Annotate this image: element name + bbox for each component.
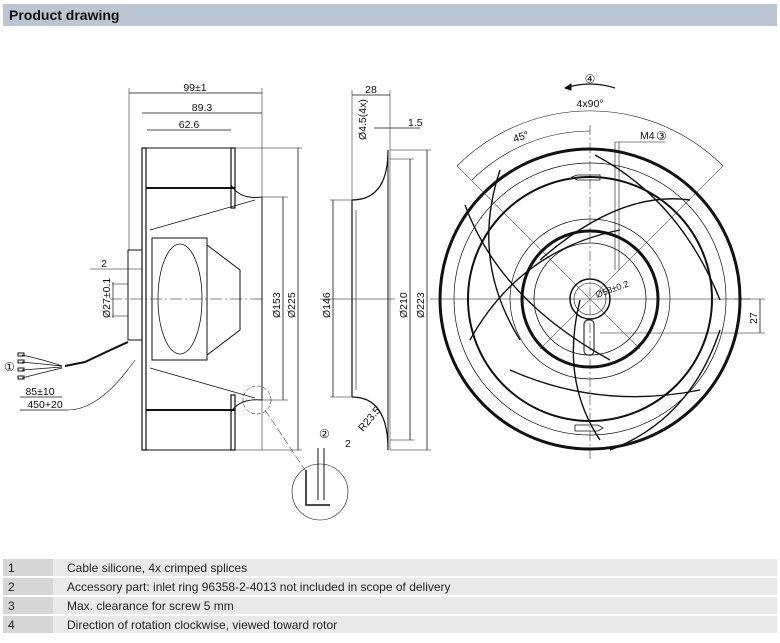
dim-99: 99±1: [183, 82, 206, 94]
dim-223: Ø223: [415, 292, 427, 318]
side-view-labels: 99±1 89.3 62.6 2 Ø27±0.1 Ø153 Ø225 85±10…: [4, 82, 298, 411]
inlet-ring-labels: 28 Ø4.5(4x) 1.5 Ø146 Ø210 Ø223 R23.5 ② 2: [319, 84, 427, 450]
note-number: 2: [3, 578, 53, 595]
side-view: [17, 88, 306, 471]
front-view: [430, 83, 765, 460]
angle-4x90: 4x90°: [577, 98, 604, 110]
callout-3: ③: [656, 129, 667, 143]
dim-2-detail: 2: [345, 438, 351, 450]
note-number: 3: [3, 597, 53, 614]
note-text: Direction of rotation clockwise, viewed …: [53, 616, 777, 633]
dim-4-5: Ø4.5(4x): [357, 99, 369, 140]
callout-4: ④: [585, 72, 596, 86]
dim-28: 28: [365, 84, 377, 96]
dim-85: 85±10: [25, 386, 54, 398]
inlet-ring-view: [291, 90, 431, 521]
callout-1: ①: [4, 360, 15, 374]
dim-153: Ø153: [271, 292, 283, 318]
dim-89: 89.3: [192, 102, 213, 114]
dim-450: 450+20: [27, 399, 62, 411]
front-view-labels: ④ 4x90° 45° M4 ③ Ø58±0.2 27: [512, 72, 760, 324]
note-text: Accessory part: inlet ring 96358-2-4013 …: [53, 578, 777, 595]
dim-62: 62.6: [179, 119, 200, 131]
callout-2: ②: [319, 427, 330, 441]
section-title: Product drawing: [9, 7, 120, 23]
dim-210: Ø210: [398, 292, 410, 318]
note-text: Cable silicone, 4x crimped splices: [53, 559, 777, 576]
product-drawing: 99±1 89.3 62.6 2 Ø27±0.1 Ø153 Ø225 85±10…: [4, 72, 765, 521]
note-text: Max. clearance for screw 5 mm: [53, 597, 777, 614]
dim-146: Ø146: [321, 292, 333, 318]
thread-m4: M4: [640, 130, 655, 142]
dim-r23-5: R23.5: [356, 405, 383, 434]
note-number: 1: [3, 559, 53, 576]
dim-225: Ø225: [286, 292, 298, 318]
angle-45: 45°: [512, 129, 531, 145]
dim-1-5: 1.5: [408, 117, 423, 129]
dim-2: 2: [101, 258, 107, 270]
dim-27-front: 27: [748, 312, 760, 324]
section-header: Product drawing: [3, 4, 777, 26]
dim-27: Ø27±0.1: [101, 278, 113, 318]
note-number: 4: [3, 616, 53, 633]
